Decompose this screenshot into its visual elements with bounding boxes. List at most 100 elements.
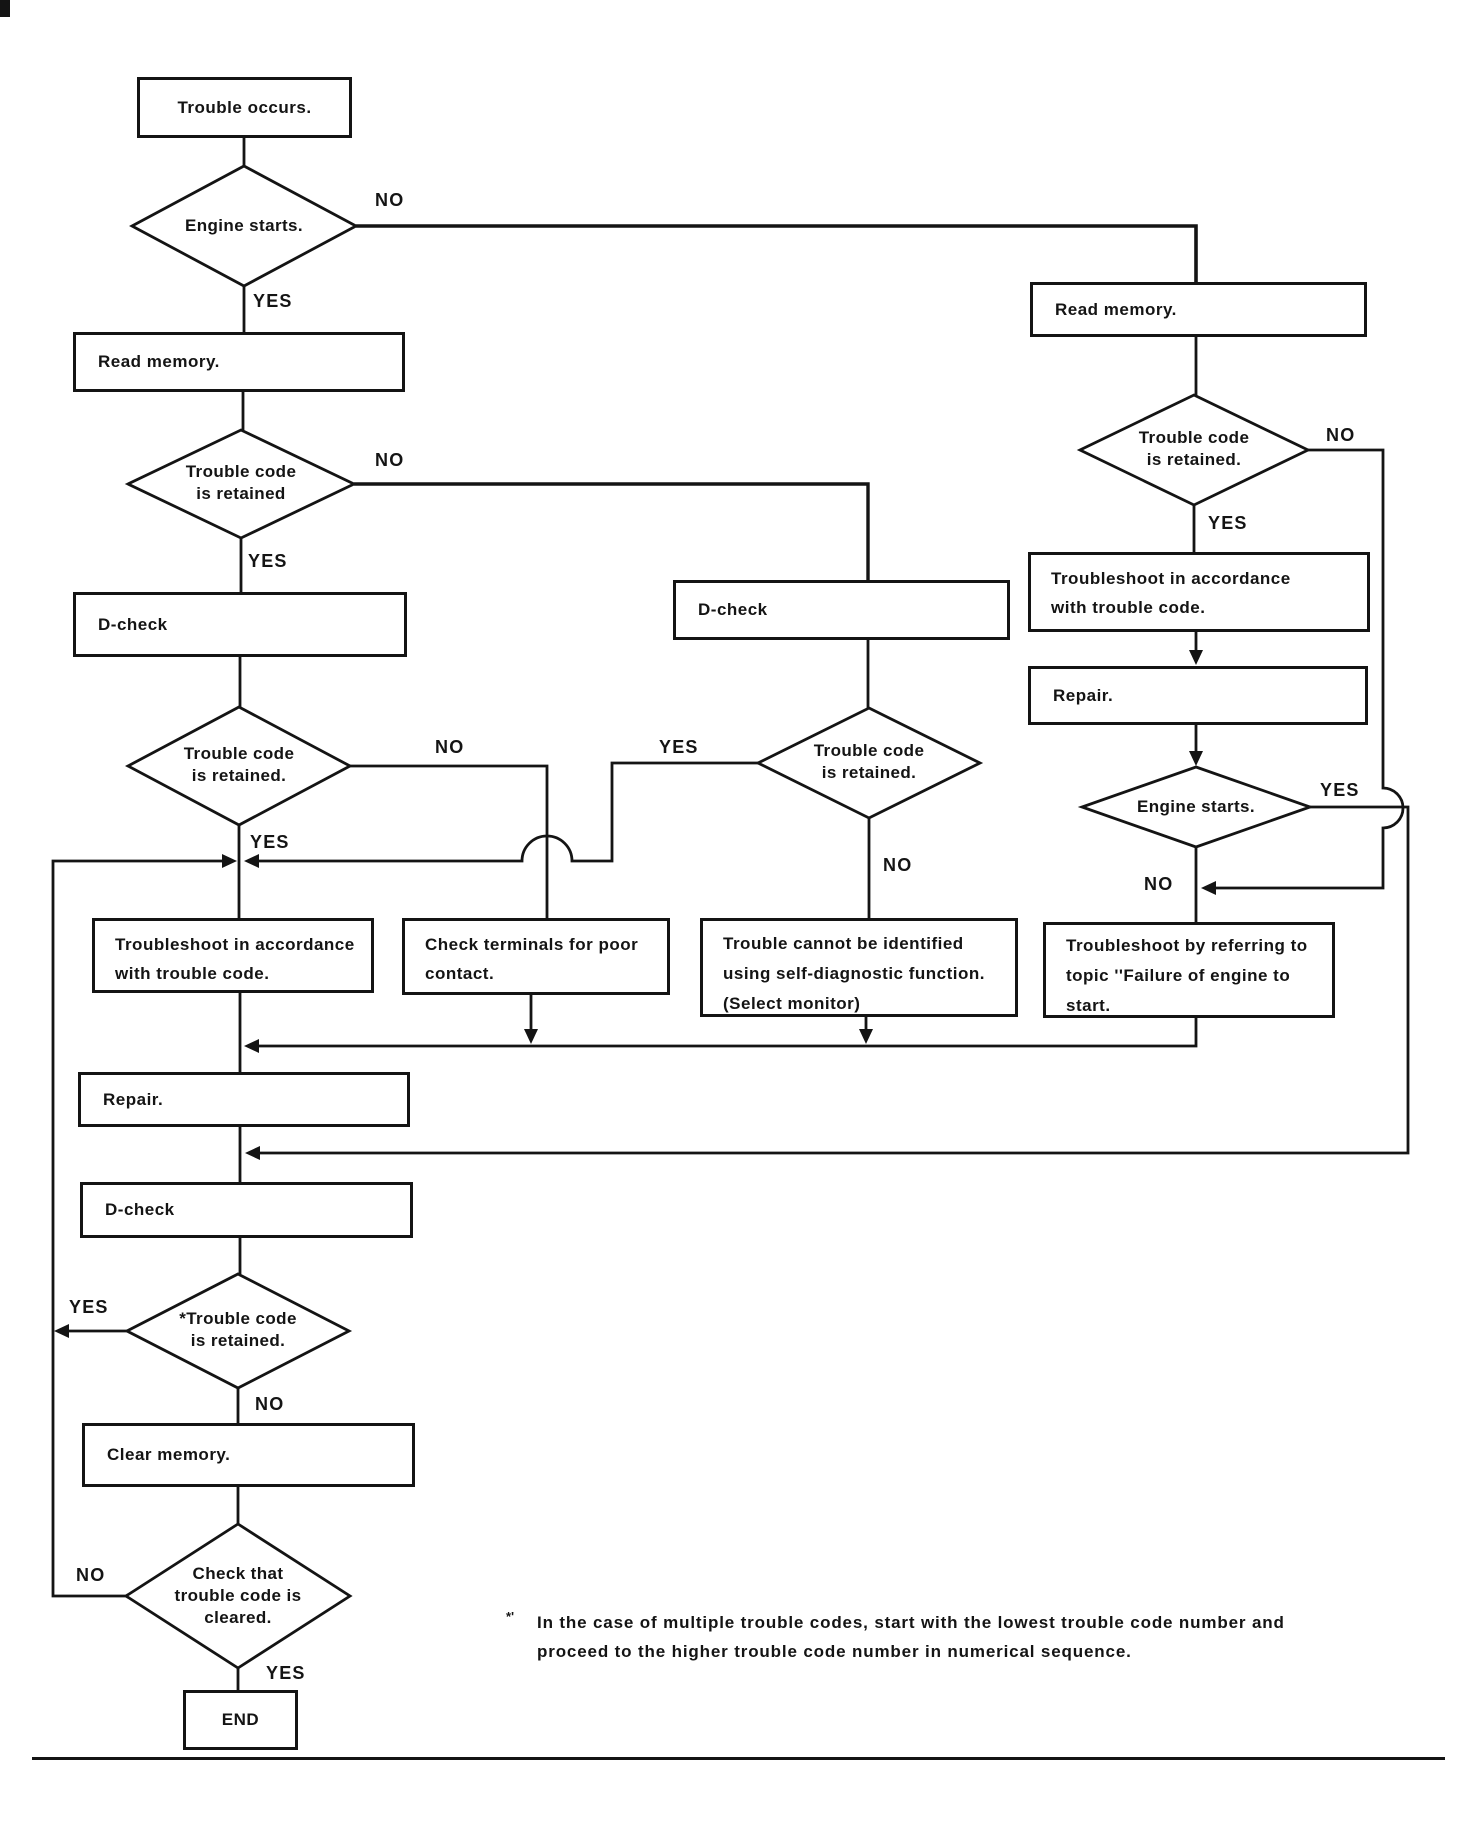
- connector: [259, 1018, 1198, 1048]
- node-label-line: Troubleshoot in accordance: [115, 935, 355, 954]
- node-label-line: with trouble code.: [115, 964, 270, 983]
- arrowhead-down: [1189, 751, 1203, 766]
- node-troubleshoot-right: Troubleshoot in accordance with trouble …: [1028, 552, 1370, 632]
- edge-label-yes: YES: [659, 737, 699, 757]
- decision-label-line: Trouble code: [185, 462, 297, 481]
- decision-code-retained-right: Trouble code is retained.: [1084, 427, 1304, 471]
- node-check-terminals: Check terminals for poor contact.: [402, 918, 670, 995]
- node-trouble-occurs: Trouble occurs.: [137, 77, 352, 138]
- connector: [354, 482, 870, 580]
- decision-diamond-shape: [754, 706, 984, 820]
- node-label-line: using self-diagnostic function.: [723, 964, 985, 983]
- node-label-line: Trouble cannot be identified: [723, 934, 964, 953]
- node-label: Repair.: [1053, 685, 1114, 705]
- connector: [260, 805, 1410, 1155]
- connector: [350, 764, 549, 918]
- decision-diamond-shape: [1077, 765, 1315, 849]
- node-label-line: contact.: [425, 964, 495, 983]
- node-label-line: Troubleshoot by referring to: [1066, 936, 1308, 955]
- arrowhead-left: [244, 854, 259, 868]
- arrowhead-left: [54, 1324, 69, 1338]
- decision-code-retained-1: Trouble code is retained: [131, 461, 351, 505]
- decision-label-line: Trouble code: [183, 744, 295, 763]
- decision-label-line: is retained.: [191, 766, 287, 785]
- connector: [1215, 448, 1405, 890]
- decision-code-retained-2: Trouble code is retained.: [129, 743, 349, 787]
- decision-label-line: is retained.: [190, 1331, 286, 1350]
- decision-code-cleared: Check that trouble code is cleared.: [128, 1563, 348, 1629]
- arrowhead-down: [859, 1029, 873, 1044]
- node-troubleshoot-refer-failure-to-start: Troubleshoot by referring to topic ''Fai…: [1043, 922, 1335, 1018]
- decision-label-line: Engine starts.: [184, 216, 304, 235]
- connector: [356, 224, 1198, 282]
- edge-label-no: NO: [1326, 425, 1356, 445]
- node-repair-left: Repair.: [78, 1072, 410, 1127]
- connector: [258, 761, 758, 863]
- edge-label-no: NO: [375, 450, 405, 470]
- edge-label-yes: YES: [1320, 780, 1360, 800]
- decision-diamonds: [123, 164, 1315, 1670]
- footnote-marker: *': [506, 1609, 515, 1624]
- node-label: END: [221, 1710, 260, 1729]
- node-d-check-left-2: D-check: [80, 1182, 413, 1238]
- arrowhead-left: [1201, 881, 1216, 895]
- page-bottom-rule: [32, 1757, 1445, 1760]
- node-label: Repair.: [103, 1089, 164, 1109]
- node-label-line: (Select monitor): [723, 994, 861, 1013]
- arrowhead-left: [244, 1039, 259, 1053]
- node-read-memory-right: Read memory.: [1030, 282, 1367, 337]
- edge-label-no: NO: [375, 190, 405, 210]
- decision-label-line: is retained: [196, 484, 286, 503]
- footnote-text-line: In the case of multiple trouble codes, s…: [537, 1613, 1285, 1632]
- node-label: D-check: [105, 1200, 175, 1219]
- decision-code-retained-star: *Trouble code is retained.: [128, 1308, 348, 1352]
- decision-diamond-shape: [123, 1272, 353, 1390]
- edge-label-no: NO: [883, 855, 913, 875]
- scan-artifact-mark: [0, 0, 10, 17]
- edge-label-yes: YES: [1208, 513, 1248, 533]
- node-label: D-check: [698, 600, 768, 619]
- node-label: Clear memory.: [107, 1445, 231, 1464]
- decision-label-line: Trouble code: [813, 741, 925, 760]
- decision-label-line: Check that: [192, 1564, 284, 1583]
- edge-label-yes: YES: [250, 832, 290, 852]
- node-trouble-cannot-be-identified: Trouble cannot be identified using self-…: [700, 918, 1018, 1017]
- decision-engine-starts-top: Engine starts.: [134, 215, 354, 237]
- edge-label-no: NO: [76, 1565, 106, 1585]
- decision-label-line: Trouble code: [1138, 428, 1250, 447]
- node-repair-right: Repair.: [1028, 666, 1368, 725]
- edge-label-yes: YES: [248, 551, 288, 571]
- node-label-line: with trouble code.: [1051, 598, 1206, 617]
- edge-label-yes: YES: [266, 1663, 306, 1683]
- arrowhead-down: [1189, 650, 1203, 665]
- decision-label-line: *Trouble code: [179, 1309, 297, 1328]
- arrowhead-left: [245, 1146, 260, 1160]
- node-d-check-middle: D-check: [673, 580, 1010, 640]
- node-label: D-check: [98, 614, 168, 634]
- node-label: Read memory.: [98, 352, 220, 371]
- decision-diamond-shape: [1076, 393, 1312, 507]
- edge-label-yes: YES: [69, 1297, 109, 1317]
- node-label-line: topic ''Failure of engine to: [1066, 966, 1291, 985]
- decision-diamond-shape: [124, 428, 358, 540]
- node-label-line: start.: [1066, 996, 1111, 1015]
- node-d-check-left-1: D-check: [73, 592, 407, 657]
- node-label: Trouble occurs.: [177, 97, 312, 117]
- decision-label-line: Engine starts.: [1136, 797, 1256, 816]
- node-end: END: [183, 1690, 298, 1750]
- decision-label-line: cleared.: [204, 1608, 272, 1627]
- footnote-text-line: proceed to the higher trouble code numbe…: [537, 1642, 1132, 1661]
- node-troubleshoot-left: Troubleshoot in accordance with trouble …: [92, 918, 374, 993]
- node-label-line: Check terminals for poor: [425, 935, 639, 954]
- node-read-memory-left: Read memory.: [73, 332, 405, 392]
- decision-diamond-shape: [125, 705, 353, 827]
- arrowhead-right: [222, 854, 237, 868]
- arrowhead-down: [524, 1029, 538, 1044]
- connector-lines: [51, 138, 1410, 1690]
- decision-label-line: trouble code is: [174, 1586, 302, 1605]
- connector: [51, 859, 223, 1598]
- node-label-line: Troubleshoot in accordance: [1051, 569, 1291, 588]
- node-clear-memory: Clear memory.: [82, 1423, 415, 1487]
- arrowheads: [54, 650, 1216, 1338]
